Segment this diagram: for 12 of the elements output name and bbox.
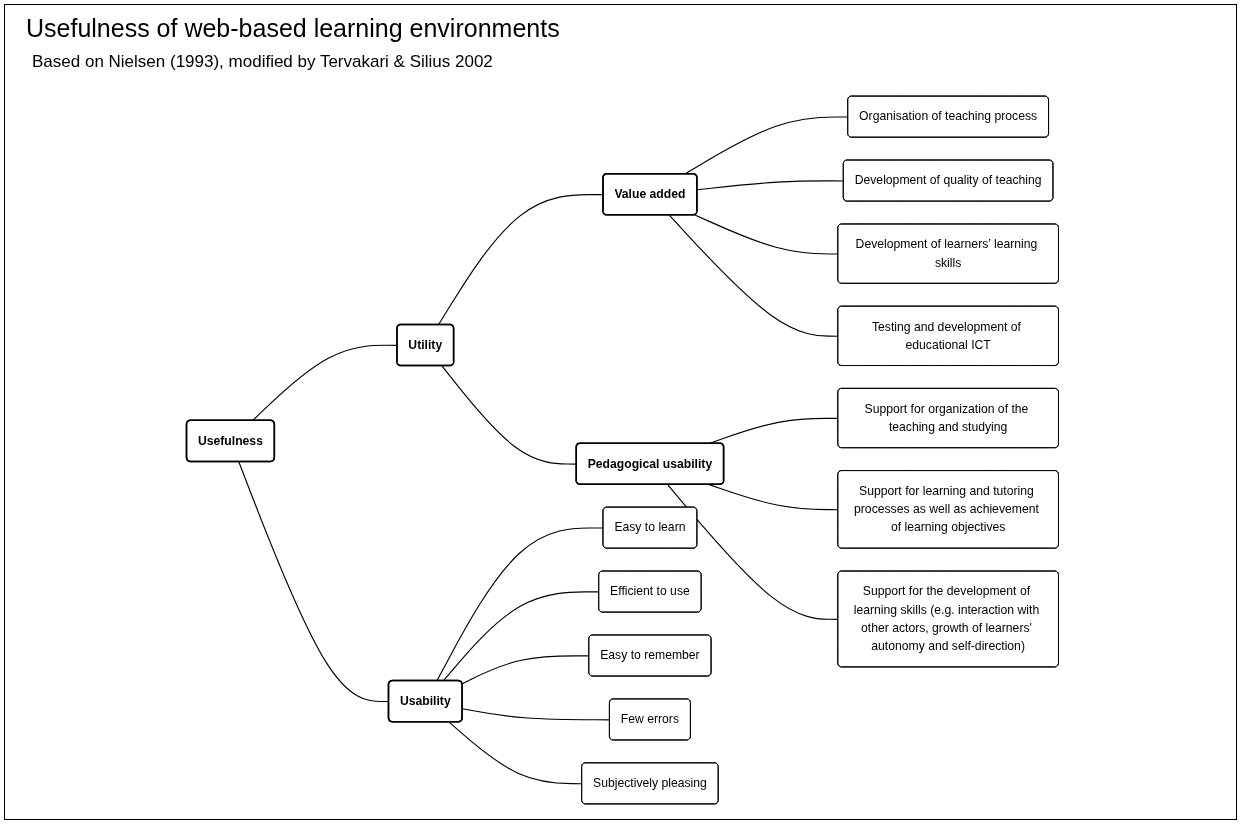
connector [667, 484, 839, 620]
connector [448, 721, 583, 785]
connector [442, 591, 600, 682]
connector [461, 655, 590, 685]
caption: Based on Nielsen (1993), modified by Tervakari & Silius 2002 [32, 52, 493, 72]
connector [684, 116, 849, 175]
title: Usefulness of web-based learning environments [26, 14, 560, 43]
connector [436, 527, 604, 682]
connector [696, 180, 845, 191]
connector [694, 214, 839, 255]
connector [708, 484, 839, 511]
connector [668, 214, 839, 337]
